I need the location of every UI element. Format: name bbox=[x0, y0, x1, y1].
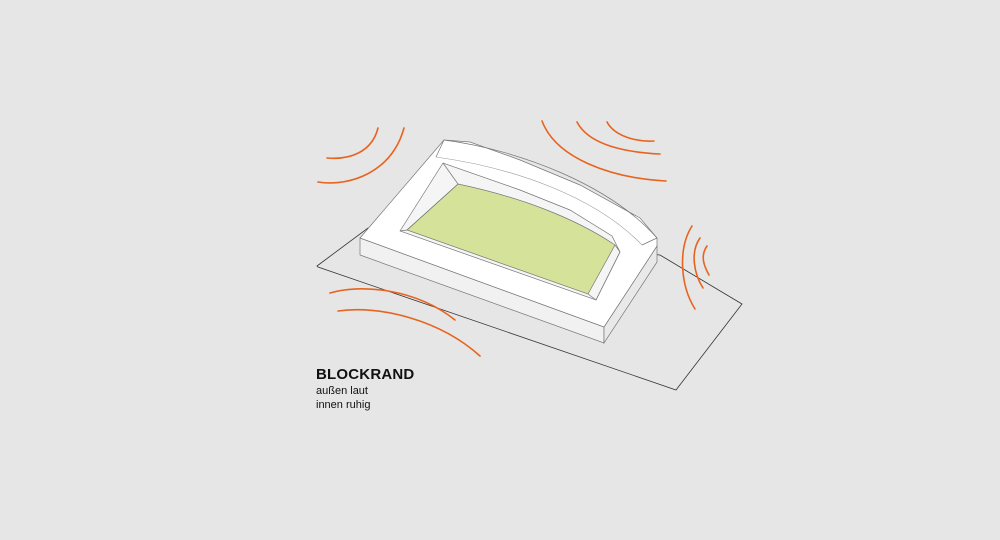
building-curved-edge bbox=[443, 139, 658, 239]
noise-wave-icon bbox=[326, 127, 379, 160]
noise-wave-icon bbox=[693, 237, 704, 289]
noise-wave-icon bbox=[606, 121, 655, 142]
inner-wall-edge-right bbox=[587, 244, 621, 301]
noise-wave-icon bbox=[681, 225, 696, 310]
caption-line-outside: außen laut bbox=[316, 385, 368, 397]
building-block bbox=[359, 139, 658, 345]
noise-wave-icon bbox=[541, 120, 667, 182]
building-curved-edge-lower bbox=[435, 156, 643, 246]
building-corner-right bbox=[641, 237, 658, 246]
noise-wave-icon bbox=[702, 245, 710, 276]
noise-wave-icon bbox=[576, 121, 661, 155]
caption-title: BLOCKRAND bbox=[316, 366, 415, 383]
building-corner-left bbox=[435, 139, 445, 158]
courtyard-green bbox=[406, 183, 616, 295]
inner-wall-edge-left bbox=[399, 162, 459, 232]
noise-wave-icon bbox=[317, 127, 405, 184]
noise-wave-icon bbox=[337, 308, 481, 357]
site-plot-outline bbox=[316, 227, 743, 391]
caption-line-inside: innen ruhig bbox=[316, 399, 371, 411]
diagram-caption: BLOCKRAND außen laut innen ruhig bbox=[316, 366, 414, 412]
noise-wave-icon bbox=[329, 288, 456, 321]
noise-waves bbox=[317, 120, 710, 357]
